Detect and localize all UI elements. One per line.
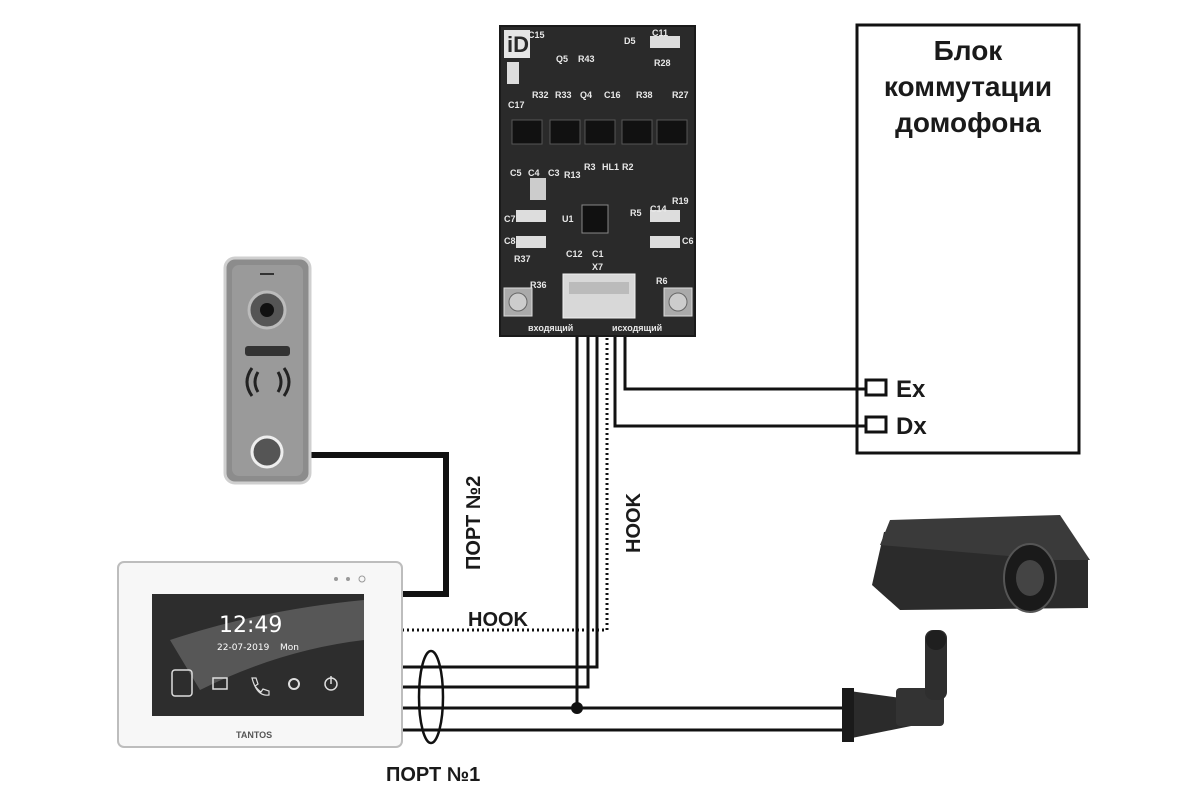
- hook-vertical-label: HOOK: [623, 492, 645, 553]
- port2-cable: [308, 452, 449, 597]
- pcb-component-label: X7: [592, 262, 603, 272]
- wire-a: [402, 336, 599, 669]
- hook-horizontal-label: HOOK: [468, 609, 529, 631]
- monitor-contacts-icon: [171, 669, 193, 697]
- pcb-component-label: Q4: [580, 90, 592, 100]
- switching-block: Блок коммутации домофона Ex Dx: [855, 23, 1081, 455]
- block-title-line-2: коммутации: [884, 71, 1052, 102]
- pcb-output-label: исходящий: [612, 323, 662, 333]
- port2-label: ПОРТ №2: [463, 476, 485, 570]
- pcb-component-label: R13: [564, 170, 581, 180]
- rfid-icon: [245, 367, 291, 397]
- pcb-component-label: C14: [650, 204, 667, 214]
- call-panel: [223, 256, 312, 485]
- pcb-logo-badge: [504, 30, 530, 58]
- video-monitor: 12:49 22-07-2019 Mon TANTOS: [117, 561, 403, 748]
- pcb-component-label: C12: [566, 249, 583, 259]
- call-button-icon: [250, 435, 284, 469]
- cctv-camera: [842, 515, 1090, 742]
- pcb-component-label: R33: [555, 90, 572, 100]
- pcb-component-label: D5: [624, 36, 636, 46]
- terminal-dx-label: Dx: [896, 413, 927, 440]
- pcb-component-label: C5: [510, 168, 522, 178]
- monitor-call-icon: [251, 677, 270, 696]
- pcb-component-label: R27: [672, 90, 689, 100]
- port1-bundle-ellipse: [417, 649, 445, 745]
- pcb-component-label: R19: [672, 196, 689, 206]
- port1-label: ПОРТ №1: [386, 764, 480, 786]
- pcb-component-label: C7: [504, 214, 516, 224]
- hook-wire: [402, 336, 609, 632]
- terminal-ex-icon: [864, 378, 888, 397]
- monitor-time: 12:49: [219, 613, 282, 638]
- monitor-settings-icon: [288, 678, 300, 690]
- pcb-chip-u1: [581, 204, 609, 234]
- block-title-line-3: домофона: [895, 107, 1041, 138]
- pcb-component-label: C3: [548, 168, 560, 178]
- pcb-component-label: C15: [528, 30, 545, 40]
- pcb-component-label: C4: [528, 168, 540, 178]
- pcb-component-label: C6: [682, 236, 694, 246]
- pcb-component-label: R38: [636, 90, 653, 100]
- pcb-component-label: U1: [562, 214, 574, 224]
- wire-dx: [613, 336, 866, 428]
- pcb-component-label: Q5: [556, 54, 568, 64]
- monitor-day: Mon: [280, 643, 299, 653]
- junction-dot: [571, 702, 583, 714]
- pcb-component-label: C17: [508, 100, 525, 110]
- monitor-date: 22-07-2019: [217, 643, 270, 653]
- monitor-gallery-icon: [212, 677, 228, 690]
- wires: [308, 336, 866, 732]
- pcb-component-label: R32: [532, 90, 549, 100]
- monitor-brand: TANTOS: [236, 730, 272, 740]
- pcb-connector-x7: [562, 273, 636, 319]
- pcb-component-label: C1: [592, 249, 604, 259]
- pcb-input-label: входящий: [528, 323, 573, 333]
- pcb-component-label: R28: [654, 58, 671, 68]
- pcb-component-label: R3: [584, 162, 596, 172]
- pcb-component-label: HL1: [602, 162, 619, 172]
- pcb-component-label: R6: [656, 276, 668, 286]
- wire-b: [402, 336, 590, 689]
- pcb-component-label: R43: [578, 54, 595, 64]
- terminal-ex-label: Ex: [896, 376, 926, 403]
- pcb-component-label: R5: [630, 208, 642, 218]
- pcb-component-label: R37: [514, 254, 531, 264]
- pcb-component-label: C8: [504, 236, 516, 246]
- pcb-component-label: R2: [622, 162, 634, 172]
- pcb-component-label: C16: [604, 90, 621, 100]
- pcb-component-label: R36: [530, 280, 547, 290]
- terminal-dx-icon: [864, 415, 888, 434]
- block-title-line-1: Блок: [934, 35, 1004, 66]
- wire-ex: [623, 336, 866, 391]
- pcb-logo: iD: [507, 32, 529, 57]
- pcb-component-label: C11: [652, 28, 668, 38]
